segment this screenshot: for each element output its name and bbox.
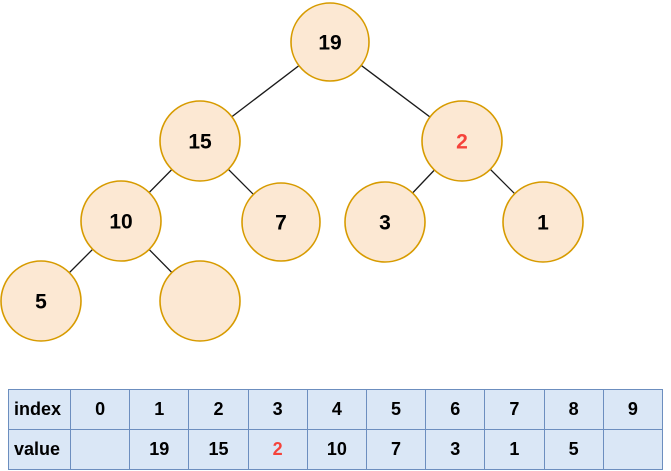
cell-value-7: 1 xyxy=(484,429,545,470)
cell-index-4: 4 xyxy=(306,389,367,430)
tree-node-circle xyxy=(290,2,370,82)
tree-node-7: 7 xyxy=(241,182,321,262)
tree-node-10: 10 xyxy=(80,180,162,262)
tree-node-circle xyxy=(421,100,503,182)
cell-value-3: 2 xyxy=(247,429,308,470)
tree-node-19: 19 xyxy=(290,2,370,82)
tree-node-circle xyxy=(502,181,584,263)
cell-index-7: 7 xyxy=(484,389,545,430)
cell-value-9 xyxy=(602,429,664,470)
cell-value-6: 3 xyxy=(425,429,486,470)
cell-index-2: 2 xyxy=(188,389,249,430)
cell-index-1: 1 xyxy=(129,389,190,430)
cell-index-5: 5 xyxy=(365,389,427,430)
cell-index-3: 3 xyxy=(247,389,308,430)
tree-node-2: 2 xyxy=(421,100,503,182)
cell-index-6: 6 xyxy=(425,389,486,430)
tree-node-label: 10 xyxy=(109,211,132,234)
cell-value-1: 19 xyxy=(129,429,190,470)
cell-value-8: 5 xyxy=(543,429,604,470)
row-header-index: index xyxy=(8,389,71,430)
cell-value-4: 10 xyxy=(306,429,367,470)
tree-node-label: 15 xyxy=(188,131,212,154)
tree-node-label: 2 xyxy=(456,131,468,154)
tree-node-label: 1 xyxy=(537,212,549,235)
tree-node-label: 19 xyxy=(318,32,341,55)
row-header-value: value xyxy=(8,429,71,470)
cell-value-5: 7 xyxy=(365,429,427,470)
cell-index-0: 0 xyxy=(69,389,131,430)
tree-node-label: 7 xyxy=(275,212,287,235)
tree-node-1: 1 xyxy=(502,181,584,263)
tree-node-circle xyxy=(159,100,241,182)
tree-node-circle xyxy=(241,182,321,262)
tree-node-label: 5 xyxy=(35,291,47,314)
tree-node-5: 5 xyxy=(0,260,82,342)
tree-node-circle xyxy=(344,181,426,263)
tree-node-circle xyxy=(0,260,82,342)
cell-value-2: 15 xyxy=(188,429,249,470)
cell-index-8: 8 xyxy=(543,389,604,430)
cell-index-9: 9 xyxy=(602,389,664,430)
tree-node-15: 15 xyxy=(159,100,241,182)
tree-node-3: 3 xyxy=(344,181,426,263)
cell-value-0 xyxy=(69,429,131,470)
tree-node-empty xyxy=(159,260,241,342)
tree-node-circle xyxy=(80,180,162,262)
tree-node-label: 3 xyxy=(379,212,391,235)
tree-node-circle xyxy=(159,260,241,342)
